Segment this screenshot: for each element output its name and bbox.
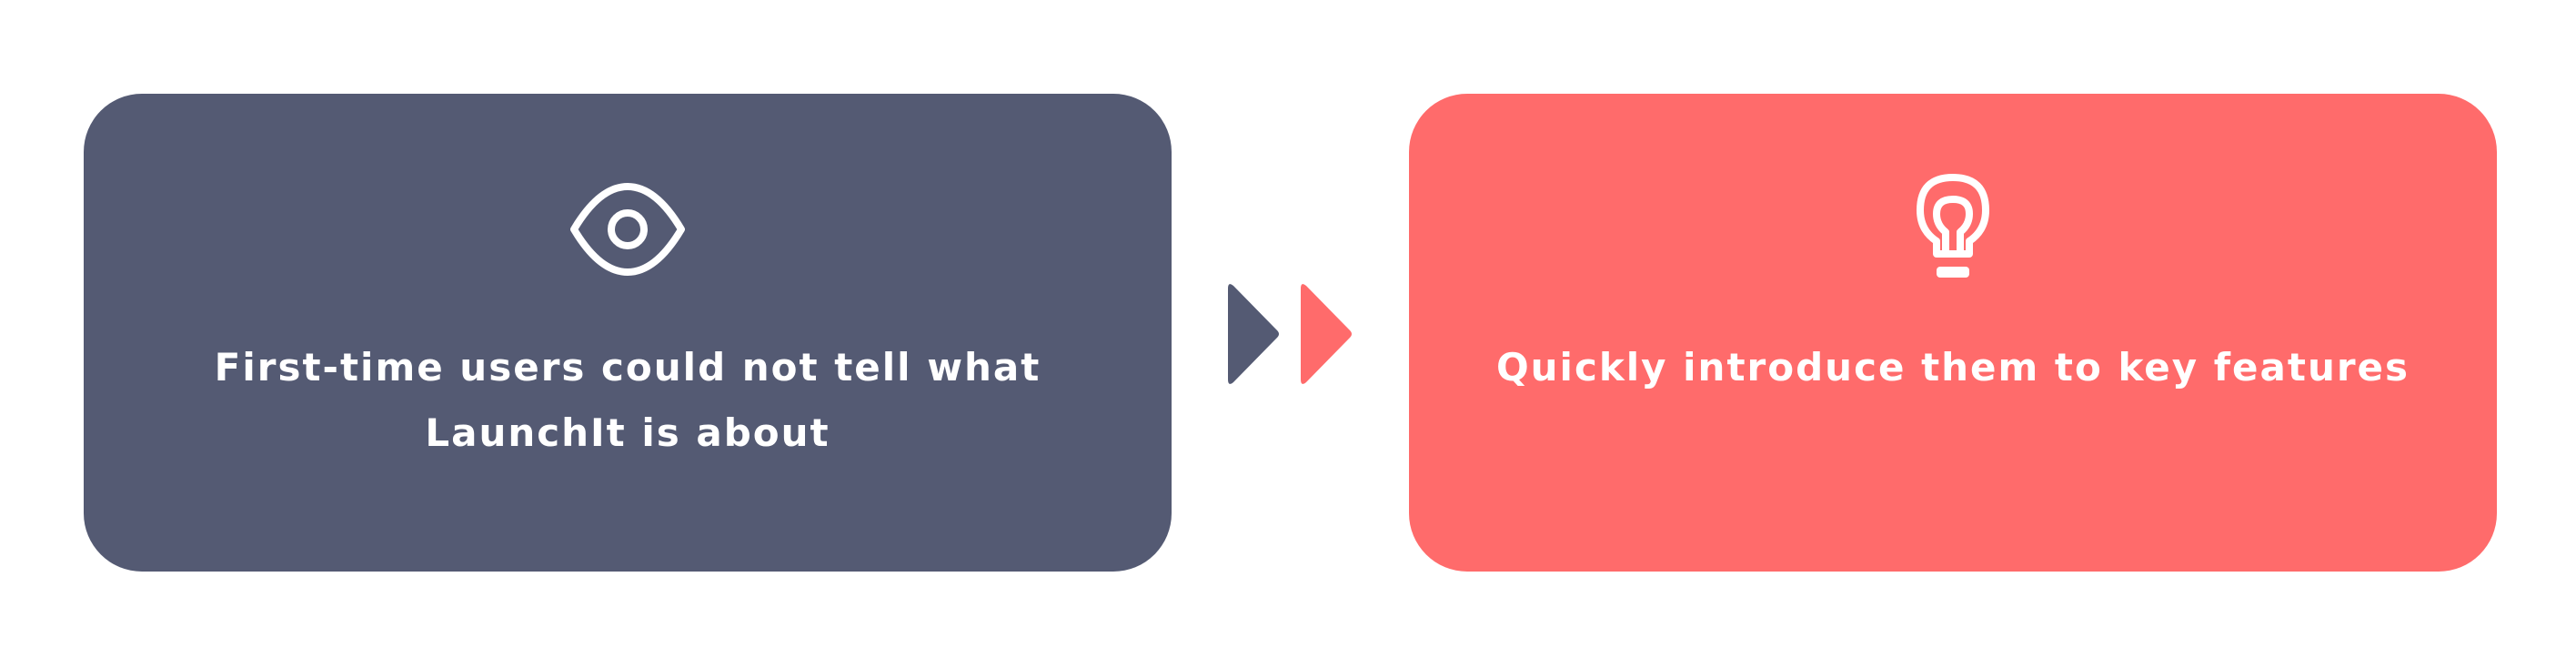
problem-text: First-time users could not tell what Lau… xyxy=(214,345,1041,455)
double-chevron-right-icon xyxy=(1228,284,1352,384)
problem-card: First-time users could not tell what Lau… xyxy=(84,94,1172,572)
solution-card: Quickly introduce them to key features xyxy=(1409,94,2497,572)
chevron-right-icon xyxy=(1301,284,1352,384)
chevron-left-icon xyxy=(1228,284,1279,384)
eye-icon xyxy=(570,183,685,276)
lightbulb-icon xyxy=(1917,174,1989,278)
solution-text: Quickly introduce them to key features xyxy=(1495,345,2410,390)
